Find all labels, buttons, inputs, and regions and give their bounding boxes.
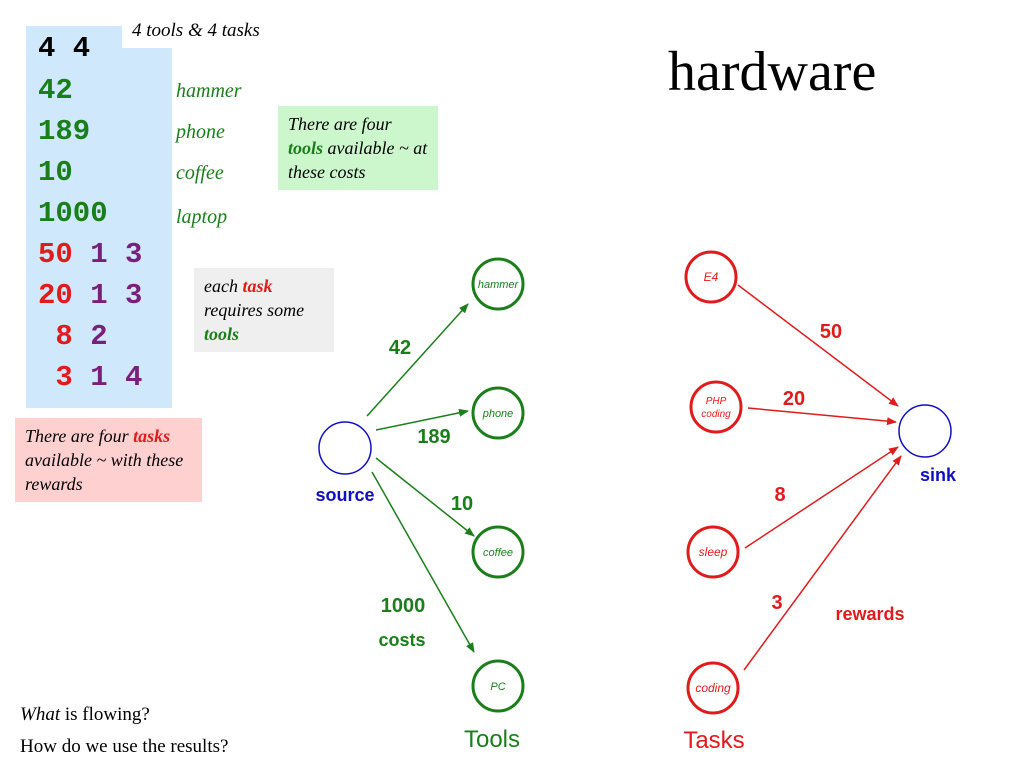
edges-layer xyxy=(366,284,902,671)
task-node-label: E4 xyxy=(704,270,719,284)
task-node-label-line: coding xyxy=(701,409,731,420)
tool-node-label: coffee xyxy=(483,547,513,559)
source-node xyxy=(318,421,372,475)
nodes-layer xyxy=(318,250,952,715)
input-line-part: 1 4 xyxy=(72,361,143,394)
tool-cost-label: 42 xyxy=(389,337,411,359)
tool-node xyxy=(471,257,525,311)
tasks-caption: Tasks xyxy=(683,727,744,754)
tasks-note-em: tasks xyxy=(133,426,171,446)
edge-task-to-sink xyxy=(743,455,902,671)
tool-node xyxy=(471,659,525,713)
tools-caption: Tools xyxy=(464,726,520,753)
input-line: 1000 xyxy=(38,199,108,229)
tasks-note-pre: There are four xyxy=(25,426,134,446)
edge-task-to-sink xyxy=(737,284,899,407)
tools-note-post: available ~ at these costs xyxy=(288,138,428,182)
slide-title: hardware xyxy=(668,41,877,103)
input-line: 4 4 xyxy=(38,34,90,64)
input-line-part: 4 4 xyxy=(38,32,91,65)
tool-node xyxy=(471,386,525,440)
tool-label-phone: phone xyxy=(176,121,225,143)
edge-source-to-tool xyxy=(371,471,475,653)
tool-label-laptop: laptop xyxy=(176,206,228,228)
tool-cost-label: 189 xyxy=(417,426,450,448)
input-line-part: 1 3 xyxy=(72,279,143,312)
rewards-label: rewards xyxy=(835,604,904,624)
task-note-em1: task xyxy=(242,276,273,296)
task-node xyxy=(684,250,738,304)
tools-note-pre: There are four xyxy=(288,114,392,134)
tools-note: There are four tools available ~ at thes… xyxy=(278,106,438,190)
task-node-label: coding xyxy=(695,681,731,695)
input-line-part: 50 xyxy=(38,238,73,271)
tasks-note: There are four tasks available ~ with th… xyxy=(15,418,202,502)
input-line: 3 1 4 xyxy=(38,363,142,393)
tool-node-label: hammer xyxy=(478,279,520,291)
edge-source-to-tool xyxy=(366,303,469,417)
sink-node xyxy=(898,404,952,458)
task-note-em2: tools xyxy=(204,324,240,344)
task-requires-note: each task requires some tools xyxy=(194,268,334,352)
input-line-part: 1 3 xyxy=(72,238,143,271)
input-line: 8 2 xyxy=(38,320,108,353)
source-label: source xyxy=(315,485,374,505)
input-line-part: 42 xyxy=(38,74,73,107)
edge-task-to-sink xyxy=(747,407,897,426)
input-line-part: 20 xyxy=(38,279,73,312)
input-line-part: 10 xyxy=(38,156,73,189)
task-node xyxy=(689,380,743,434)
tool-cost-label: 10 xyxy=(451,493,473,515)
input-line-part: 189 xyxy=(38,115,91,148)
task-node xyxy=(686,525,740,579)
input-line: 10 xyxy=(38,158,73,188)
tools-note-em: tools xyxy=(288,138,324,158)
edge-source-to-tool xyxy=(375,408,469,431)
task-reward-label: 20 xyxy=(783,388,805,410)
sink-label: sink xyxy=(920,465,957,485)
task-note-mid: requires some xyxy=(204,300,305,320)
input-line: 20 1 3 xyxy=(38,281,142,311)
input-file-panel xyxy=(26,26,172,408)
input-caption-tab xyxy=(122,18,282,48)
edge-source-to-tool xyxy=(375,457,475,537)
input-line: 189 xyxy=(38,117,90,147)
input-line-part: 8 xyxy=(38,320,73,353)
input-line-part: 1000 xyxy=(38,197,108,230)
tool-cost-label: 1000 xyxy=(381,595,426,617)
input-line: 42 xyxy=(38,76,73,106)
tool-node-label: phone xyxy=(482,408,514,420)
tool-node xyxy=(471,525,525,579)
input-caption: 4 tools & 4 tasks xyxy=(132,20,260,41)
input-line-part: 2 xyxy=(72,320,108,353)
task-node-label-line: PHP xyxy=(706,396,727,407)
question-what-flows: What is flowing? xyxy=(20,704,150,726)
input-line-part: 3 xyxy=(38,361,73,394)
question-rest: is flowing? xyxy=(60,704,150,725)
task-node-label: sleep xyxy=(699,545,728,559)
edge-task-to-sink xyxy=(744,446,899,549)
tool-node-label: PC xyxy=(490,681,505,693)
task-reward-label: 50 xyxy=(820,321,842,343)
task-reward-label: 8 xyxy=(774,484,785,506)
task-node xyxy=(686,661,740,715)
task-reward-label: 3 xyxy=(771,592,782,614)
tool-label-coffee: coffee xyxy=(176,162,224,184)
tool-label-hammer: hammer xyxy=(176,80,242,102)
question-em: What xyxy=(20,704,61,725)
question-use-results: How do we use the results? xyxy=(20,736,229,757)
task-note-pre: each xyxy=(204,276,243,296)
input-line: 50 1 3 xyxy=(38,240,142,270)
costs-label: costs xyxy=(378,630,425,650)
tasks-note-post: available ~ with these rewards xyxy=(25,450,184,494)
